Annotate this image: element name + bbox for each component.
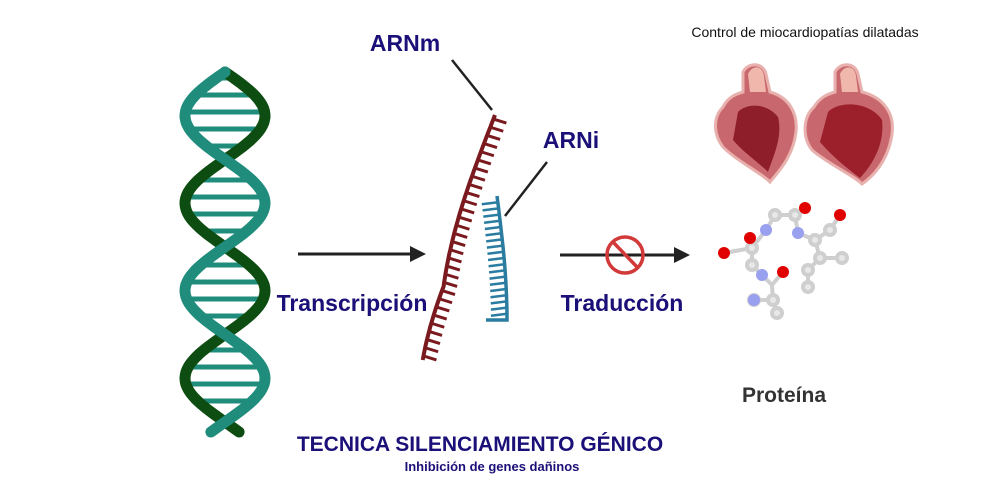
rnai-pointer xyxy=(504,161,548,217)
mrna-base xyxy=(423,354,437,362)
mrna-base xyxy=(460,207,475,215)
footer-title: TECNICA SILENCIAMIENTO GÉNICO xyxy=(297,433,663,456)
mrna-base xyxy=(443,280,458,288)
mrna-base xyxy=(451,240,466,248)
rnai-backbone xyxy=(486,195,509,322)
protein-molecule-icon xyxy=(718,202,849,320)
mrna-pointer xyxy=(451,59,493,111)
mrna-base xyxy=(458,215,473,223)
rnai-base xyxy=(483,219,501,225)
mrna-base xyxy=(426,338,441,346)
mrna-base xyxy=(474,166,489,174)
rnai-base xyxy=(490,306,508,311)
dna-helix-icon xyxy=(179,66,271,438)
rnai-base xyxy=(481,200,498,206)
prohibited-icon xyxy=(605,235,645,275)
mrna-base xyxy=(430,321,445,329)
rnai-base xyxy=(483,213,500,218)
label-mrna: ARNm xyxy=(370,30,440,56)
mrna-backbone xyxy=(420,114,497,361)
rnai-base xyxy=(489,281,507,287)
mrna-base xyxy=(438,297,453,305)
dna-strand xyxy=(179,66,271,438)
transcription-arrow-icon xyxy=(298,246,426,262)
rnai-base xyxy=(482,207,499,212)
rnai-base xyxy=(487,256,505,262)
mrna-base xyxy=(465,191,480,199)
mrna-base xyxy=(449,248,464,256)
mrna-base xyxy=(453,231,468,239)
mrna-base xyxy=(471,174,486,182)
mrna-base xyxy=(486,133,501,141)
label-protein: Proteína xyxy=(742,384,826,407)
rnai-base xyxy=(490,287,507,293)
mrna-base xyxy=(444,272,459,280)
rnai-base xyxy=(487,250,504,256)
caption: Control de miocardiopatías dilatadas xyxy=(691,24,918,40)
rnai-base xyxy=(488,262,505,268)
mrna-base xyxy=(489,125,504,133)
mrna-base xyxy=(483,142,498,150)
mrna-base xyxy=(441,289,456,297)
rnai-base xyxy=(485,231,502,237)
rnai-base xyxy=(490,300,507,305)
mrna-base xyxy=(477,158,492,166)
label-transcription: Transcripción xyxy=(277,290,428,316)
rnai-base xyxy=(484,225,501,231)
footer-subtitle: Inhibición de genes dañinos xyxy=(405,459,580,474)
mrna-base xyxy=(468,182,483,190)
mrna-base xyxy=(480,150,495,158)
label-rnai: ARNi xyxy=(543,127,599,153)
heart-icon-normal xyxy=(714,63,798,185)
rnai-base xyxy=(486,238,503,243)
mrna-base xyxy=(428,329,443,337)
mrna-base xyxy=(463,199,478,207)
translation-arrow-icon xyxy=(560,247,690,263)
rnai-base xyxy=(490,312,508,318)
mrna-base xyxy=(435,305,450,313)
mrna-base xyxy=(455,223,470,231)
mrna-strand-icon xyxy=(420,114,507,362)
mrna-base xyxy=(446,264,461,272)
mrna-base xyxy=(448,256,462,264)
rnai-base xyxy=(486,244,504,249)
mrna-base xyxy=(433,313,448,321)
heart-icon-dilated xyxy=(803,63,894,187)
rnai-base xyxy=(490,293,507,299)
rnai-strand-icon xyxy=(481,195,509,322)
mrna-base xyxy=(492,117,507,125)
rnai-base xyxy=(488,269,506,274)
mrna-base xyxy=(424,346,439,354)
dna-strand xyxy=(179,66,271,438)
label-translation: Traducción xyxy=(561,290,684,316)
rnai-base xyxy=(489,275,506,280)
